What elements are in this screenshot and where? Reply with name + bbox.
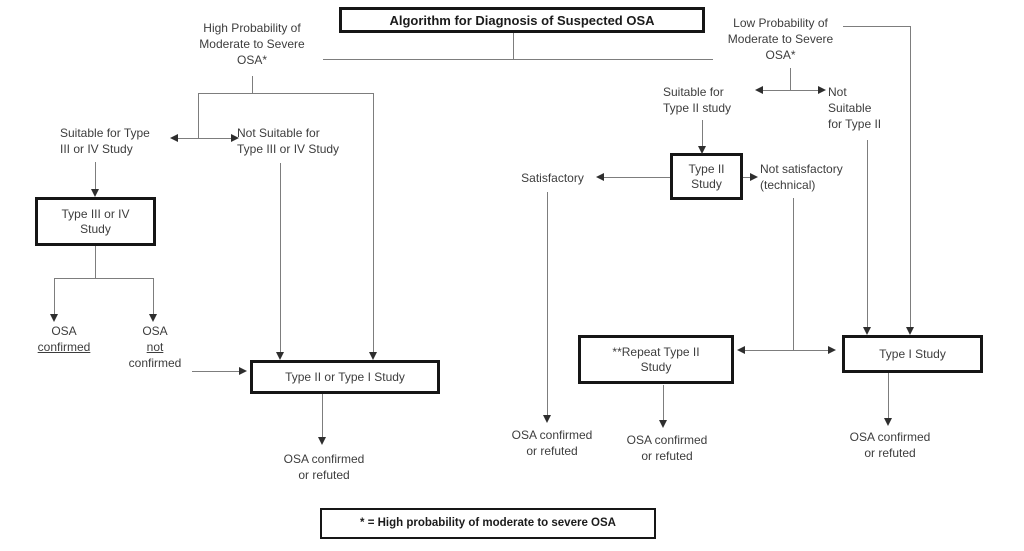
flow-line	[322, 394, 323, 437]
label-not-suitable-type2: Not Suitable for Type II	[828, 85, 882, 131]
flow-line	[373, 93, 374, 353]
flow-line	[663, 385, 664, 420]
arrowhead-down-icon	[863, 327, 871, 335]
arrowhead-right-icon	[231, 134, 239, 142]
flow-line	[54, 278, 55, 315]
flow-line	[604, 177, 670, 178]
arrowhead-down-icon	[91, 189, 99, 197]
label-not-suitable-type3-4: Not Suitable for Type III or IV Study	[237, 126, 340, 156]
label-low-probability: Low Probability of Moderate to Severe OS…	[727, 16, 834, 62]
arrowhead-right-icon	[750, 173, 758, 181]
flow-line	[743, 177, 750, 178]
flow-line	[702, 120, 703, 147]
page-title: Algorithm for Diagnosis of Suspected OSA	[389, 12, 655, 28]
arrowhead-down-icon	[659, 420, 667, 428]
label-outcome-mid: OSA confirmed or refuted	[283, 452, 365, 482]
label-high-probability: High Probability of Moderate to Severe O…	[199, 21, 305, 67]
flow-line	[888, 373, 889, 418]
footnote-text: * = High probability of moderate to seve…	[360, 517, 616, 529]
arrowhead-down-icon	[698, 146, 706, 154]
flow-line	[54, 278, 153, 279]
flow-line	[176, 138, 232, 139]
flow-line	[323, 59, 713, 60]
flow-line	[744, 350, 828, 351]
arrowhead-left-icon	[596, 173, 604, 181]
box-type2-study: Type II Study	[670, 153, 743, 200]
label-outcome-repeat: OSA confirmed or refuted	[626, 433, 708, 463]
flow-line	[192, 371, 239, 372]
flow-line	[95, 162, 96, 190]
arrowhead-left-icon	[737, 346, 745, 354]
title-box: Algorithm for Diagnosis of Suspected OSA	[339, 7, 705, 33]
flow-line	[793, 198, 794, 350]
flow-line	[843, 26, 910, 27]
arrowhead-down-icon	[884, 418, 892, 426]
flow-line	[198, 93, 199, 138]
flow-line	[198, 93, 374, 94]
arrowhead-right-icon	[818, 86, 826, 94]
label-suitable-type2: Suitable for Type II study	[663, 85, 732, 115]
flow-line	[95, 246, 96, 278]
flow-line	[513, 33, 514, 59]
flow-line	[252, 76, 253, 93]
arrowhead-down-icon	[318, 437, 326, 445]
arrowhead-down-icon	[50, 314, 58, 322]
box-type1-study: Type I Study	[842, 335, 983, 373]
label-suitable-type3-4: Suitable for Type III or IV Study	[60, 126, 150, 156]
box-type2-or-type1-study: Type II or Type I Study	[250, 360, 440, 394]
arrowhead-down-icon	[369, 352, 377, 360]
flow-line	[547, 192, 548, 415]
arrowhead-down-icon	[543, 415, 551, 423]
label-outcome-type1: OSA confirmed or refuted	[849, 430, 931, 460]
flow-line	[280, 163, 281, 353]
flow-line	[790, 68, 791, 90]
arrowhead-down-icon	[906, 327, 914, 335]
flow-line	[153, 278, 154, 315]
arrowhead-down-icon	[149, 314, 157, 322]
flow-line	[910, 26, 911, 328]
footnote-box: * = High probability of moderate to seve…	[320, 508, 656, 539]
label-satisfactory: Satisfactory	[521, 171, 584, 185]
label-osa-not-confirmed: OSA not confirmed	[128, 324, 182, 370]
flow-line	[763, 90, 818, 91]
label-osa-confirmed: OSA confirmed	[37, 324, 91, 354]
arrowhead-down-icon	[276, 352, 284, 360]
arrowhead-left-icon	[755, 86, 763, 94]
box-type3-4-study: Type III or IV Study	[35, 197, 156, 246]
label-outcome-satisfactory: OSA confirmed or refuted	[511, 428, 593, 458]
label-not-satisfactory: Not satisfactory (technical)	[760, 162, 843, 192]
arrowhead-right-icon	[828, 346, 836, 354]
arrowhead-right-icon	[239, 367, 247, 375]
box-repeat-type2-study: **Repeat Type II Study	[578, 335, 734, 384]
flow-line	[867, 140, 868, 328]
arrowhead-left-icon	[170, 134, 178, 142]
